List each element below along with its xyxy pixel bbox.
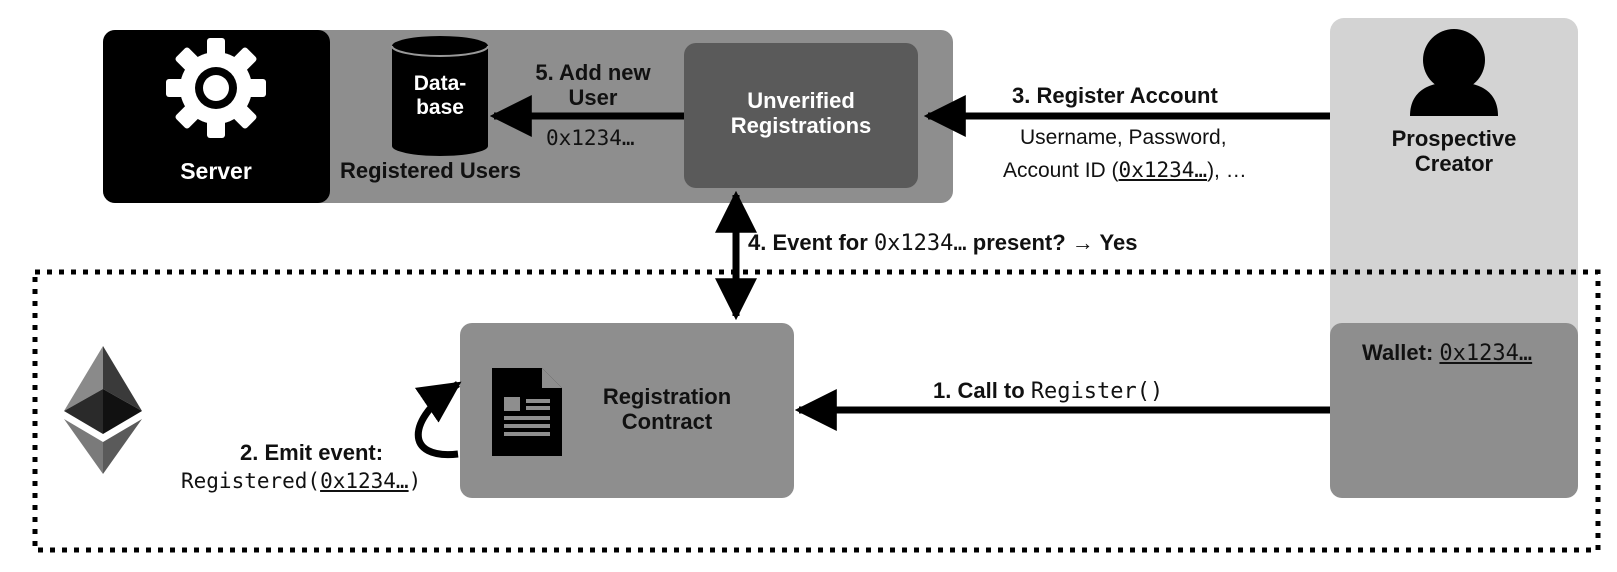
creator-line2: Creator <box>1414 151 1494 177</box>
step3-label: 3. Register Account <box>1012 83 1218 108</box>
step2-label: 2. Emit event: <box>240 440 384 465</box>
creator-line1: Prospective <box>1391 126 1517 151</box>
step5-code: 0x1234… <box>546 126 635 150</box>
person-icon <box>1410 29 1498 116</box>
ethereum-icon <box>64 346 142 474</box>
step3-detail-line1: Username, Password, <box>1020 126 1227 149</box>
step2-code: Registered(0x1234…) <box>181 469 421 493</box>
database-label-line2: base <box>416 96 464 120</box>
database-label: Data- base <box>392 72 488 120</box>
step1-text: 1. Call to <box>933 378 1025 403</box>
contract-line2: Contract <box>621 409 713 435</box>
wallet-box <box>1330 323 1578 498</box>
unverified-box <box>684 43 918 188</box>
wallet-label-text: Wallet: <box>1362 340 1434 365</box>
step5-label: 5. Add new User <box>518 60 668 111</box>
step2-code-arg: 0x1234… <box>320 469 409 493</box>
step1-code: Register() <box>1030 379 1164 404</box>
step3-detail-arg: 0x1234… <box>1118 158 1208 182</box>
contract-label: Registration Contract <box>580 384 754 435</box>
step4-label: 4. Event for 0x1234… present? → Yes <box>748 230 1137 256</box>
step3-detail-prefix: Account ID ( <box>1003 159 1119 182</box>
step4-suffix: present? → Yes <box>972 230 1138 255</box>
document-icon <box>492 368 562 456</box>
database-label-line1: Data- <box>413 72 467 95</box>
arrow-emit-event <box>414 381 462 459</box>
ethereum-boundary <box>32 269 1601 553</box>
database-icon <box>391 36 489 156</box>
step5-line1: 5. Add new <box>535 60 651 85</box>
step2-code-prefix: Registered( <box>181 469 321 493</box>
gear-icon <box>166 38 266 138</box>
contract-line1: Registration <box>602 384 732 409</box>
step4-code: 0x1234… <box>873 231 967 256</box>
step1-label: 1. Call to Register() <box>933 378 1163 404</box>
step4-prefix: 4. Event for <box>748 230 868 255</box>
wallet-label: Wallet: 0x1234… <box>1362 340 1532 366</box>
creator-label: Prospective Creator <box>1330 126 1578 177</box>
step3-detail-line2: Account ID (0x1234…), … <box>1003 158 1247 183</box>
step3-detail-suffix: ), … <box>1207 159 1247 182</box>
wallet-address: 0x1234… <box>1439 341 1533 366</box>
unverified-line1: Unverified <box>747 88 855 113</box>
step2-code-suffix: ) <box>408 469 422 493</box>
database-caption: Registered Users <box>340 158 521 183</box>
unverified-line2: Registrations <box>730 113 872 139</box>
unverified-label: Unverified Registrations <box>684 88 918 139</box>
server-label: Server <box>180 158 252 184</box>
step5-line2: User <box>568 85 618 111</box>
